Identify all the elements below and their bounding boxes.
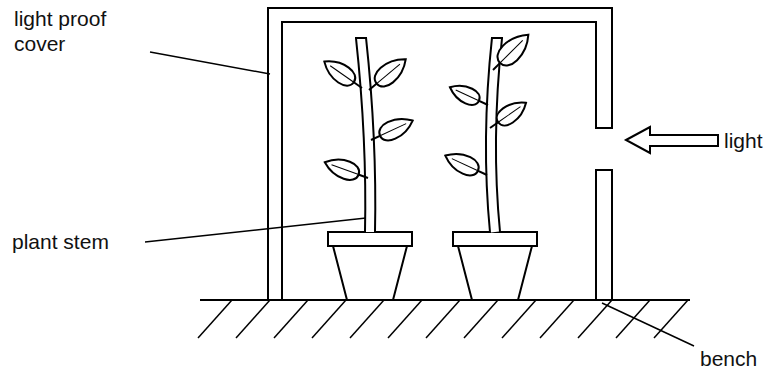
- plants: [319, 28, 535, 232]
- part-label: plant stem: [12, 229, 109, 254]
- part-label: light proof cover: [14, 6, 139, 56]
- part-label: bench: [700, 346, 757, 371]
- bench-surface: [200, 299, 690, 301]
- bench-hatching: [198, 300, 688, 338]
- cover-wall: [268, 8, 612, 300]
- cover-wall: [596, 170, 612, 300]
- light-arrow: [626, 127, 718, 153]
- leader-line: [145, 52, 694, 346]
- plant-pot: [328, 232, 537, 300]
- part-label: light: [724, 128, 763, 153]
